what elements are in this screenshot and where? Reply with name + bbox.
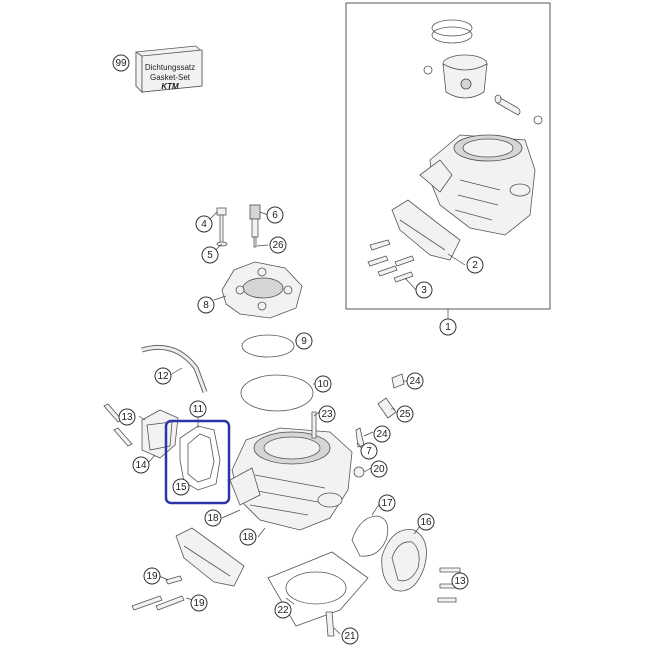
- callout-c10: 10: [314, 375, 332, 393]
- callout-label: 9: [301, 336, 307, 347]
- callout-c9: 9: [295, 332, 313, 350]
- callout-label: 16: [420, 517, 432, 528]
- callout-c24b: 24: [373, 425, 391, 443]
- callout-label: 18: [242, 532, 254, 543]
- callout-c12: 12: [154, 367, 172, 385]
- exhaust-gasket: [351, 515, 389, 557]
- callout-label: 24: [409, 376, 421, 387]
- dowel-pin: [325, 611, 335, 637]
- callout-label: 26: [272, 240, 284, 251]
- main-cylinder: [229, 411, 365, 531]
- callout-label: 17: [381, 498, 393, 509]
- callout-c25: 25: [396, 405, 414, 423]
- callout-label: 4: [201, 219, 207, 230]
- fitting-upper: [377, 373, 405, 419]
- exhaust-flange-lower: [175, 527, 245, 587]
- piston-pin: [494, 94, 521, 116]
- callout-c7: 7: [360, 442, 378, 460]
- callout-label: 14: [135, 460, 147, 471]
- callout-c2: 2: [466, 256, 484, 274]
- cover-left: [141, 409, 179, 459]
- callout-c21: 21: [341, 627, 359, 645]
- callout-label: 11: [193, 404, 204, 415]
- callout-c19a: 19: [143, 567, 161, 585]
- piston-pin-clip: [533, 115, 543, 125]
- spark-plug: [249, 204, 261, 248]
- callout-c11: 11: [189, 400, 207, 418]
- piston: [442, 54, 488, 99]
- callout-c24a: 24: [406, 372, 424, 390]
- callout-c16: 16: [417, 513, 435, 531]
- o-ring-small: [241, 334, 295, 358]
- studs-lower: [131, 575, 185, 611]
- callout-c1: 1: [439, 318, 457, 336]
- callout-label: 20: [373, 464, 385, 475]
- o-ring-large: [240, 374, 314, 412]
- gasket-set-line2: Gasket-Set: [150, 73, 191, 82]
- callout-label: 6: [272, 210, 278, 221]
- callout-c17: 17: [378, 494, 396, 512]
- callout-label: 23: [321, 409, 333, 420]
- callout-c23: 23: [318, 405, 336, 423]
- exhaust-cover: [381, 529, 427, 592]
- piston-rings: [431, 19, 473, 44]
- callout-label: 25: [399, 409, 411, 420]
- callout-c13b: 13: [451, 572, 469, 590]
- callout-label: 3: [421, 285, 427, 296]
- callout-label: 19: [146, 571, 158, 582]
- screws-left: [103, 403, 133, 447]
- cylinder-assembly: [419, 134, 536, 236]
- callout-c6: 6: [266, 206, 284, 224]
- callout-label: 22: [277, 605, 289, 616]
- callout-c13a: 13: [118, 408, 136, 426]
- cylinder-studs: [367, 239, 415, 283]
- callout-c3: 3: [415, 281, 433, 299]
- callout-c14: 14: [132, 456, 150, 474]
- callout-label: 19: [193, 598, 205, 609]
- callout-label: 7: [366, 446, 372, 457]
- head-bolt: [216, 207, 228, 247]
- callout-c15: 15: [172, 478, 190, 496]
- callout-label: 10: [317, 379, 329, 390]
- piston-pin-clip: [423, 65, 433, 75]
- gasket-set-line1: Dichtungssatz: [145, 63, 195, 72]
- callout-gasket-set: 99: [112, 54, 130, 72]
- base-gasket: [267, 551, 369, 627]
- callout-label: 13: [454, 576, 466, 587]
- callout-label: 2: [472, 260, 478, 271]
- callout-layer: 9912345626891012131114152324252472017161…: [112, 54, 484, 645]
- callout-c8: 8: [197, 296, 215, 314]
- callout-c22: 22: [274, 601, 292, 619]
- callout-label: 8: [203, 300, 209, 311]
- callout-label: 15: [175, 482, 187, 493]
- callout-label: 13: [121, 412, 133, 423]
- gasket-intake: [179, 425, 221, 491]
- selection-highlight: [164, 419, 231, 505]
- callout-label: 5: [207, 250, 213, 261]
- gasket-set-logo: KTM: [161, 82, 179, 91]
- callout-c4: 4: [195, 215, 213, 233]
- callout-c5: 5: [201, 246, 219, 264]
- gasket-set-box: Dichtungssatz Gasket-Set KTM: [135, 45, 203, 93]
- callout-label: 99: [115, 58, 127, 69]
- callout-label: 12: [157, 371, 169, 382]
- callout-c18a: 18: [204, 509, 222, 527]
- callout-c18b: 18: [239, 528, 257, 546]
- callout-label: 18: [207, 513, 219, 524]
- callout-c20: 20: [370, 460, 388, 478]
- callout-c19b: 19: [190, 594, 208, 612]
- callout-c26: 26: [269, 236, 287, 254]
- callout-label: 1: [445, 322, 451, 333]
- cylinder-head: [221, 261, 303, 319]
- exhaust-flange: [391, 199, 461, 261]
- callout-label: 24: [376, 429, 388, 440]
- callout-label: 21: [344, 631, 356, 642]
